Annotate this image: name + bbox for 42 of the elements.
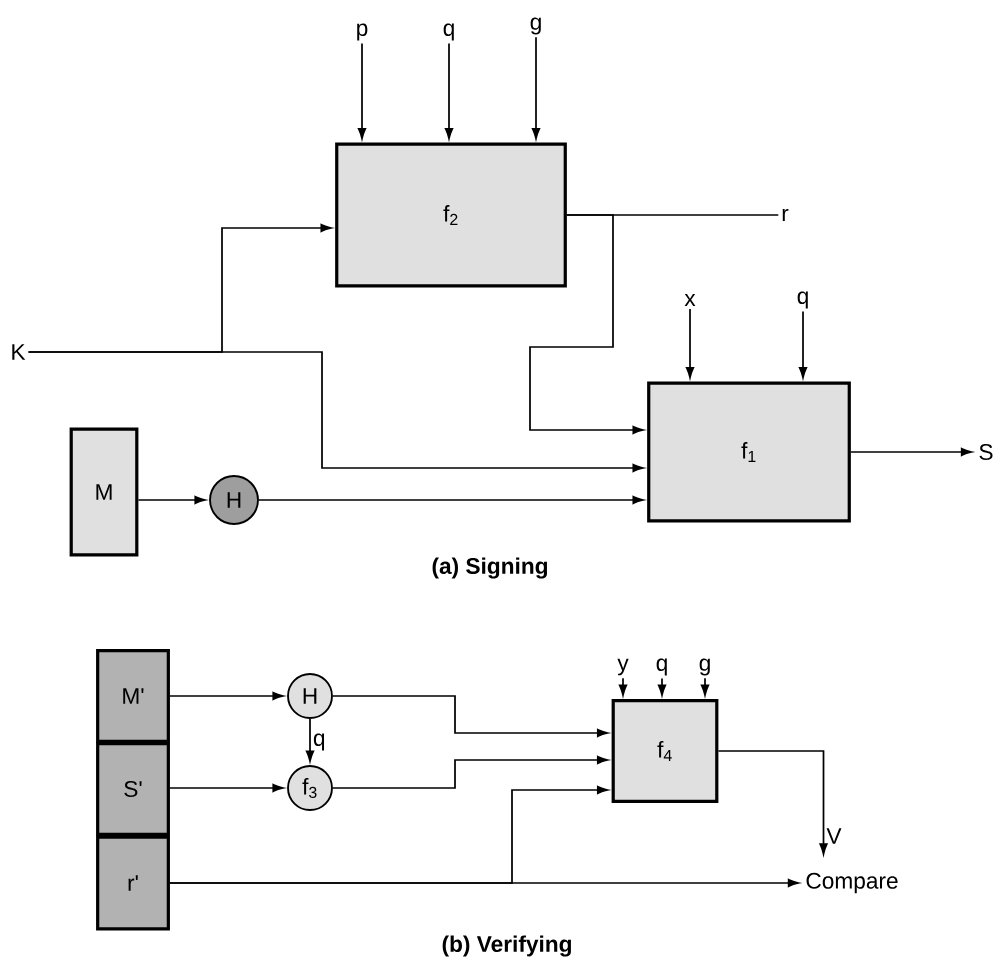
- variable-label: y: [617, 658, 629, 676]
- function-box: M': [96, 649, 170, 743]
- function-box: S': [96, 742, 170, 836]
- function-box: M: [69, 427, 139, 557]
- arrow: [169, 691, 284, 701]
- arrow: [531, 36, 541, 140]
- arrow: [258, 495, 644, 505]
- arrow: [169, 783, 284, 793]
- arrow: [657, 677, 667, 696]
- caption: (b) Verifying: [442, 935, 571, 957]
- arrow: [444, 42, 454, 140]
- variable-label: p: [357, 23, 368, 41]
- arrow: [137, 495, 206, 505]
- arrow: [332, 755, 609, 789]
- arrow: [169, 878, 800, 888]
- variable-label: K: [12, 344, 26, 360]
- variable-label: g: [699, 658, 710, 676]
- variable-label: q: [443, 23, 454, 41]
- function-box: f$_{4}$: [611, 699, 719, 803]
- variable-label: g: [530, 17, 541, 35]
- arrow: [798, 310, 808, 379]
- variable-label: q: [797, 291, 808, 309]
- caption: (a) Signing: [432, 557, 548, 579]
- variable-label: r: [782, 208, 789, 222]
- variable-label: Compare: [806, 872, 898, 894]
- function-box: f$_{2}$: [335, 142, 567, 288]
- variable-label: S: [979, 443, 993, 461]
- arrow: [305, 718, 315, 762]
- arrow: [618, 677, 628, 696]
- arrow: [529, 214, 644, 435]
- variable-label: q: [656, 658, 667, 676]
- function-box: r': [96, 835, 170, 931]
- edge-label: q: [313, 733, 325, 751]
- arrow: [357, 42, 367, 140]
- variable-label: V: [826, 828, 842, 844]
- arrow: [685, 308, 695, 379]
- arrow: [27, 351, 644, 473]
- arrow: [700, 677, 710, 696]
- arrow: [850, 447, 973, 457]
- variable-label: x: [684, 294, 696, 306]
- function-box: f$_{1}$: [647, 381, 851, 523]
- arrow: [332, 695, 609, 738]
